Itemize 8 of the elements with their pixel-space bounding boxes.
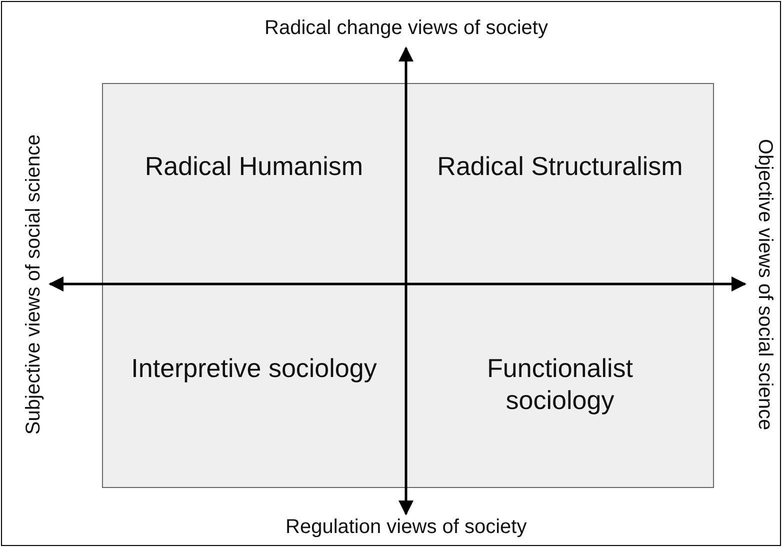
quadrant-label: Radical Structuralism [430,150,690,182]
axis-label: Subjective views of social science [22,134,46,434]
quadrant-label: Radical Humanism [124,150,384,182]
axis-label: Radical change views of society [264,16,548,40]
quadrant-label: Functionalist sociology [430,352,690,416]
axis-label: Regulation views of society [286,516,527,538]
axis-label: Objective views of social science [752,138,776,430]
quadrant-label: Interpretive sociology [124,352,384,384]
